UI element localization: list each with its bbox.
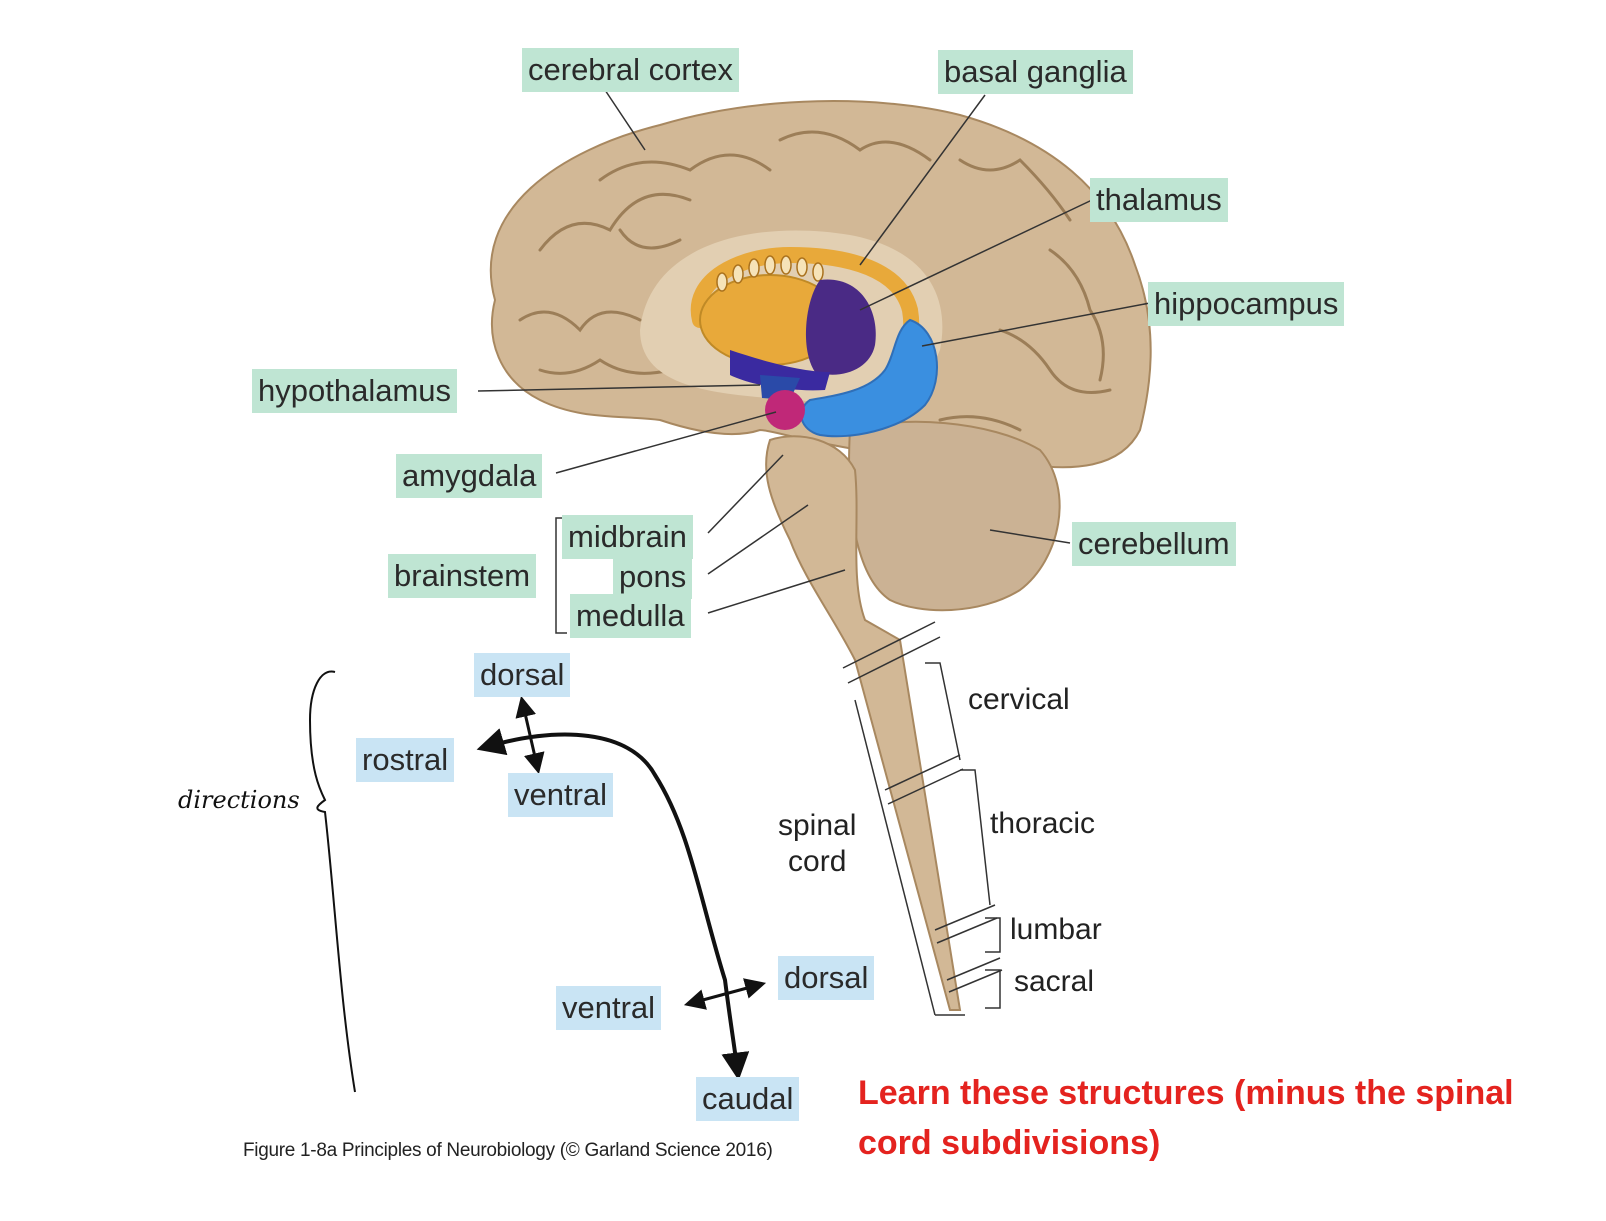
- handwritten-directions: directions: [178, 786, 300, 814]
- label-ventral-bottom: ventral: [556, 986, 662, 1030]
- label-spinal-cord-line2: cord: [788, 845, 847, 878]
- dorsal-ventral-arrow-top: [515, 695, 545, 775]
- label-dorsal-top: dorsal: [474, 653, 571, 697]
- label-cerebellum: cerebellum: [1072, 522, 1236, 566]
- label-medulla: medulla: [570, 594, 691, 638]
- dorsal-ventral-arrow-bottom: [683, 978, 767, 1010]
- label-amygdala: amygdala: [396, 454, 543, 498]
- hippocampus-shape: [800, 318, 938, 438]
- label-sacral: sacral: [1014, 965, 1095, 998]
- figure-caption: Figure 1-8a Principles of Neurobiology (…: [243, 1140, 773, 1161]
- label-spinal-cord-line1: spinal: [778, 809, 857, 842]
- amygdala-shape: [765, 390, 805, 430]
- label-hypothalamus: hypothalamus: [252, 369, 458, 413]
- thalamus-shape: [805, 279, 876, 375]
- label-pons: pons: [613, 555, 693, 599]
- label-midbrain: midbrain: [562, 515, 693, 559]
- label-lumbar: lumbar: [1010, 913, 1102, 946]
- label-spinal-cord: spinal cord: [772, 808, 862, 880]
- label-thalamus: thalamus: [1090, 178, 1228, 222]
- label-hippocampus: hippocampus: [1148, 282, 1345, 326]
- study-note: Learn these structures (minus the spinal…: [858, 1074, 1514, 1162]
- handwritten-brace: [308, 670, 356, 1093]
- cerebellum-shape: [848, 420, 1061, 612]
- label-cervical: cervical: [968, 683, 1070, 716]
- label-basal-ganglia: basal ganglia: [938, 50, 1133, 94]
- label-dorsal-bottom: dorsal: [778, 956, 875, 1000]
- label-thoracic: thoracic: [990, 807, 1096, 840]
- neuraxis-curve-arrow: [476, 728, 750, 1081]
- label-rostral: rostral: [356, 738, 455, 782]
- label-cerebral-cortex: cerebral cortex: [522, 48, 740, 92]
- label-ventral-top: ventral: [508, 773, 614, 817]
- label-brainstem: brainstem: [388, 554, 537, 598]
- label-caudal: caudal: [696, 1077, 800, 1121]
